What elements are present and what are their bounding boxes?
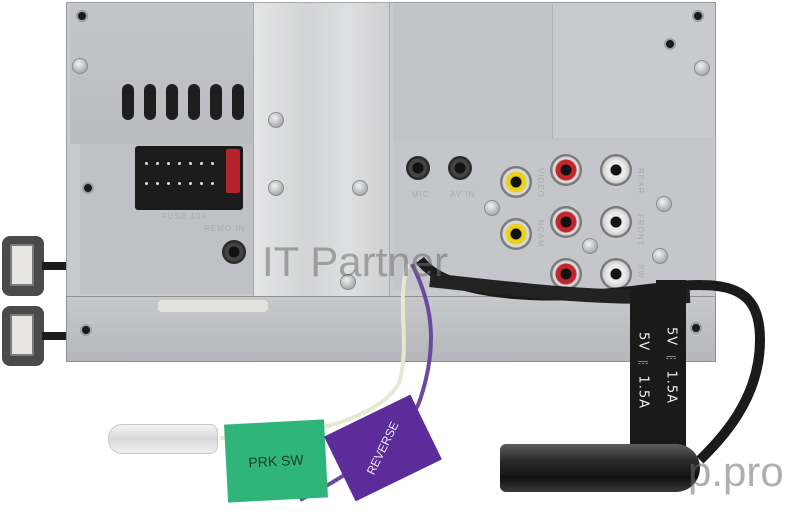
mount-hole bbox=[80, 324, 92, 336]
fuse-marking: FUSE 10A bbox=[162, 212, 208, 221]
mount-hole bbox=[692, 10, 704, 22]
sub-marking: SW bbox=[636, 264, 645, 279]
front-marking: FRONT bbox=[636, 214, 645, 247]
vent-slot bbox=[210, 84, 222, 120]
watermark-main: IT Partner bbox=[262, 238, 448, 285]
remote-marking: REMO IN bbox=[204, 224, 246, 233]
video-out-jack bbox=[500, 166, 532, 198]
vent-slot bbox=[144, 84, 156, 120]
usb-cable-2 bbox=[42, 332, 72, 340]
connector-pin bbox=[178, 182, 181, 185]
mic-jack bbox=[406, 156, 430, 180]
screw-icon bbox=[582, 238, 598, 254]
spade-terminal bbox=[108, 424, 218, 454]
connector-pin bbox=[167, 182, 170, 185]
screw-icon bbox=[694, 60, 710, 76]
sub-right-jack bbox=[600, 258, 632, 290]
fuse-icon bbox=[226, 149, 240, 193]
mount-hole bbox=[76, 10, 88, 22]
connector-pin bbox=[167, 162, 170, 165]
vent-slot bbox=[232, 84, 244, 120]
rear-left-jack bbox=[550, 154, 582, 186]
screw-icon bbox=[484, 200, 500, 216]
screw-icon bbox=[656, 196, 672, 212]
rear-cam-marking: NCAM bbox=[536, 220, 545, 248]
metal-shield-plate bbox=[253, 2, 390, 298]
sub-left-jack bbox=[550, 258, 582, 290]
connector-pin bbox=[178, 162, 181, 165]
usb-rating-strip-1: 5V ⎓ 1.5A bbox=[630, 290, 656, 450]
connector-pin bbox=[145, 162, 148, 165]
usb-rating-text: 5V ⎓ 1.5A bbox=[635, 331, 651, 409]
mount-hole bbox=[690, 322, 702, 334]
rear-right-jack bbox=[600, 154, 632, 186]
mount-hole bbox=[82, 182, 94, 194]
connector-pin bbox=[211, 182, 214, 185]
screw-icon bbox=[652, 248, 668, 264]
screw-icon bbox=[268, 180, 284, 196]
top-right-cover-step bbox=[552, 4, 713, 138]
vent-slot bbox=[122, 84, 134, 120]
video-marking: VIDEO bbox=[536, 168, 545, 198]
remote-in-jack bbox=[222, 240, 246, 264]
screw-icon bbox=[72, 58, 88, 74]
mount-hole bbox=[664, 38, 676, 50]
usb-rating-strip-2: 5V ⎓ 1.5A bbox=[656, 280, 686, 450]
av-in-jack bbox=[448, 156, 472, 180]
front-left-jack bbox=[550, 206, 582, 238]
screw-icon bbox=[268, 112, 284, 128]
iso-harness-connector bbox=[135, 146, 243, 210]
microphone bbox=[500, 444, 700, 492]
connector-pin bbox=[200, 162, 203, 165]
reverse-label: REVERSE bbox=[364, 419, 402, 477]
av-in-marking: AV IN bbox=[450, 190, 476, 199]
front-right-jack bbox=[600, 206, 632, 238]
connector-pin bbox=[189, 162, 192, 165]
plate-notch bbox=[158, 300, 268, 312]
rear-cam-jack bbox=[500, 218, 532, 250]
usb-rating-text: 5V ⎓ 1.5A bbox=[663, 326, 679, 404]
connector-pin bbox=[145, 182, 148, 185]
usb-cable-1 bbox=[42, 262, 72, 270]
connector-pin bbox=[156, 182, 159, 185]
usb-port-icon bbox=[10, 244, 34, 286]
screw-icon bbox=[352, 180, 368, 196]
usb-connector-2 bbox=[2, 306, 44, 366]
screw-icon bbox=[340, 274, 356, 290]
rear-marking: REAR bbox=[636, 168, 645, 195]
connector-pin bbox=[211, 162, 214, 165]
usb-port-icon bbox=[10, 314, 34, 356]
watermark-suffix: p.pro bbox=[688, 448, 784, 495]
mic-marking: MIC bbox=[412, 190, 430, 199]
vent-slot bbox=[166, 84, 178, 120]
vent-slot bbox=[188, 84, 200, 120]
connector-pin bbox=[189, 182, 192, 185]
prk-sw-label: PRK SW bbox=[247, 451, 304, 471]
connector-pin bbox=[200, 182, 203, 185]
connector-pin bbox=[156, 162, 159, 165]
usb-connector-1 bbox=[2, 236, 44, 296]
prk-sw-tag: PRK SW bbox=[224, 419, 328, 503]
